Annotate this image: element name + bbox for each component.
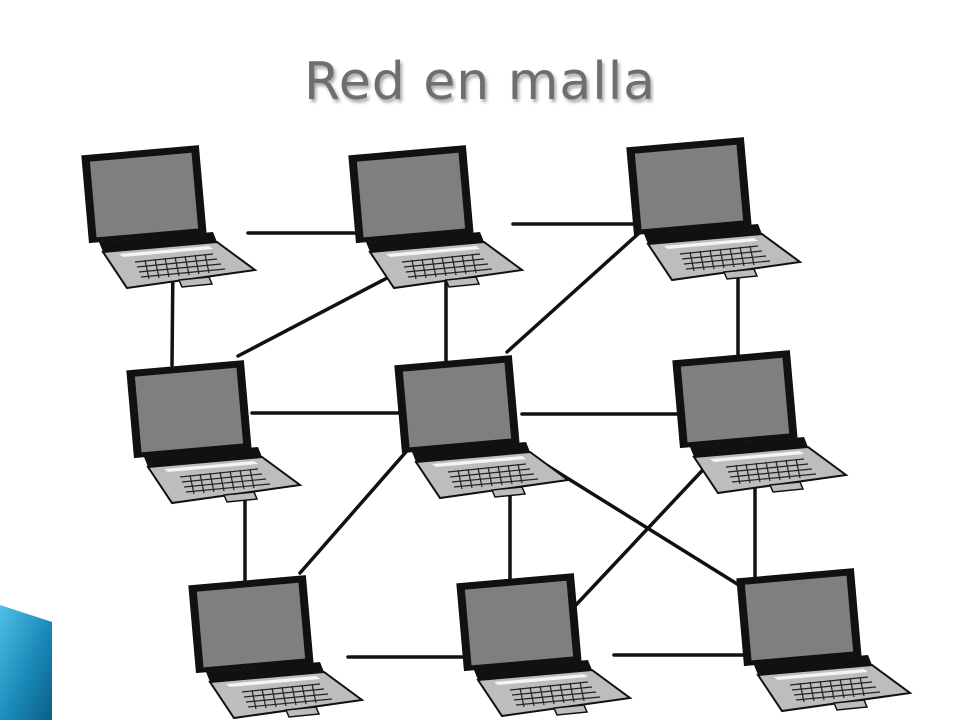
- laptop-node-2: [347, 144, 523, 289]
- network-link-15: [573, 456, 716, 608]
- laptop-node-3: [625, 136, 801, 281]
- laptop-node-6: [671, 349, 847, 494]
- network-link-14: [533, 456, 744, 589]
- network-link-7: [505, 223, 650, 354]
- laptop-node-1: [80, 144, 257, 289]
- network-link-6: [236, 264, 412, 358]
- laptop-node-4: [125, 359, 302, 504]
- laptop-node-5: [393, 354, 569, 499]
- page-title: Red en malla: [303, 52, 657, 112]
- decorative-corner-shape: [0, 605, 52, 720]
- network-link-13: [298, 443, 414, 575]
- laptop-node-8: [455, 572, 631, 717]
- laptop-node-9: [735, 567, 911, 712]
- laptop-node-7: [187, 574, 363, 719]
